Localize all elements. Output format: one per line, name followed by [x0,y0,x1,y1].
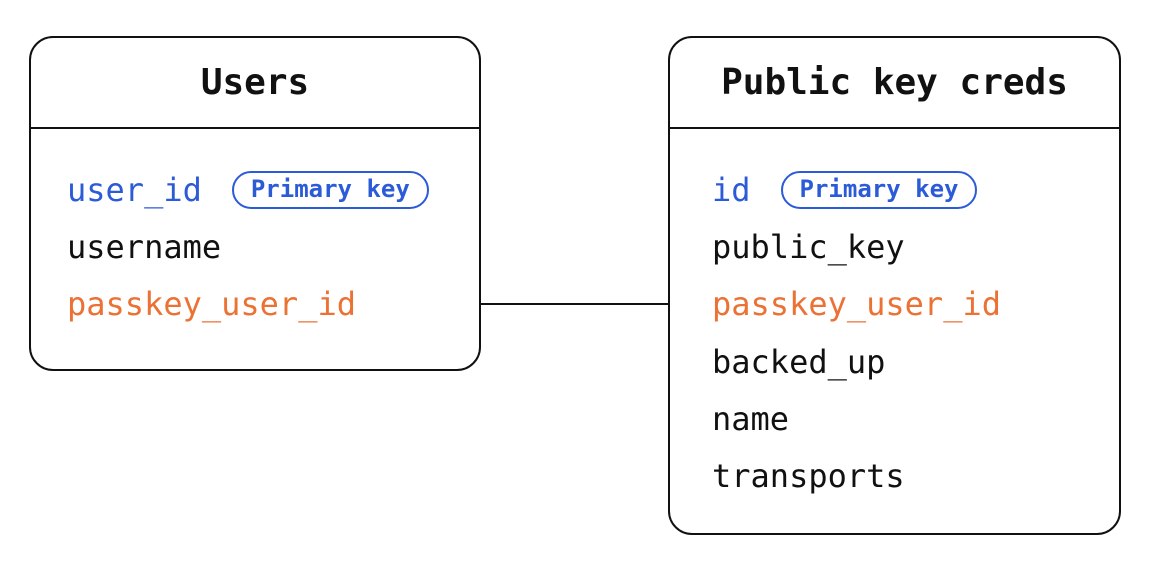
primary-key-badge: Primary key [780,170,978,209]
table-row-backed-up: backed_up [670,333,1119,390]
field-name: backed_up [712,342,886,381]
table-row-passkey-user-id: passkey_user_id [670,276,1119,333]
field-name: passkey_user_id [67,285,356,324]
field-name: id [712,170,751,209]
users-table-body: user_id Primary key username passkey_use… [31,129,479,333]
users-table: Users user_id Primary key username passk… [29,36,481,371]
table-row-transports: transports [670,447,1119,504]
field-name: name [712,399,790,438]
primary-key-badge: Primary key [231,170,429,209]
field-name: username [67,227,222,266]
table-row-passkey-user-id: passkey_user_id [31,276,479,333]
table-row-user-id: user_id Primary key [31,161,479,218]
field-name: public_key [712,227,905,266]
field-name: passkey_user_id [712,285,1001,324]
field-name: transports [712,457,905,496]
public-key-creds-table-body: id Primary key public_key passkey_user_i… [670,129,1119,505]
users-table-title: Users [200,62,310,103]
table-row-id: id Primary key [670,161,1119,218]
public-key-creds-table-title: Public key creds [721,62,1068,103]
table-row-username: username [31,218,479,275]
field-name: user_id [67,170,202,209]
relationship-line [481,303,668,305]
public-key-creds-table-header: Public key creds [670,38,1119,129]
table-row-name: name [670,390,1119,447]
users-table-header: Users [31,38,479,129]
public-key-creds-table: Public key creds id Primary key public_k… [668,36,1121,535]
table-row-public-key: public_key [670,218,1119,275]
